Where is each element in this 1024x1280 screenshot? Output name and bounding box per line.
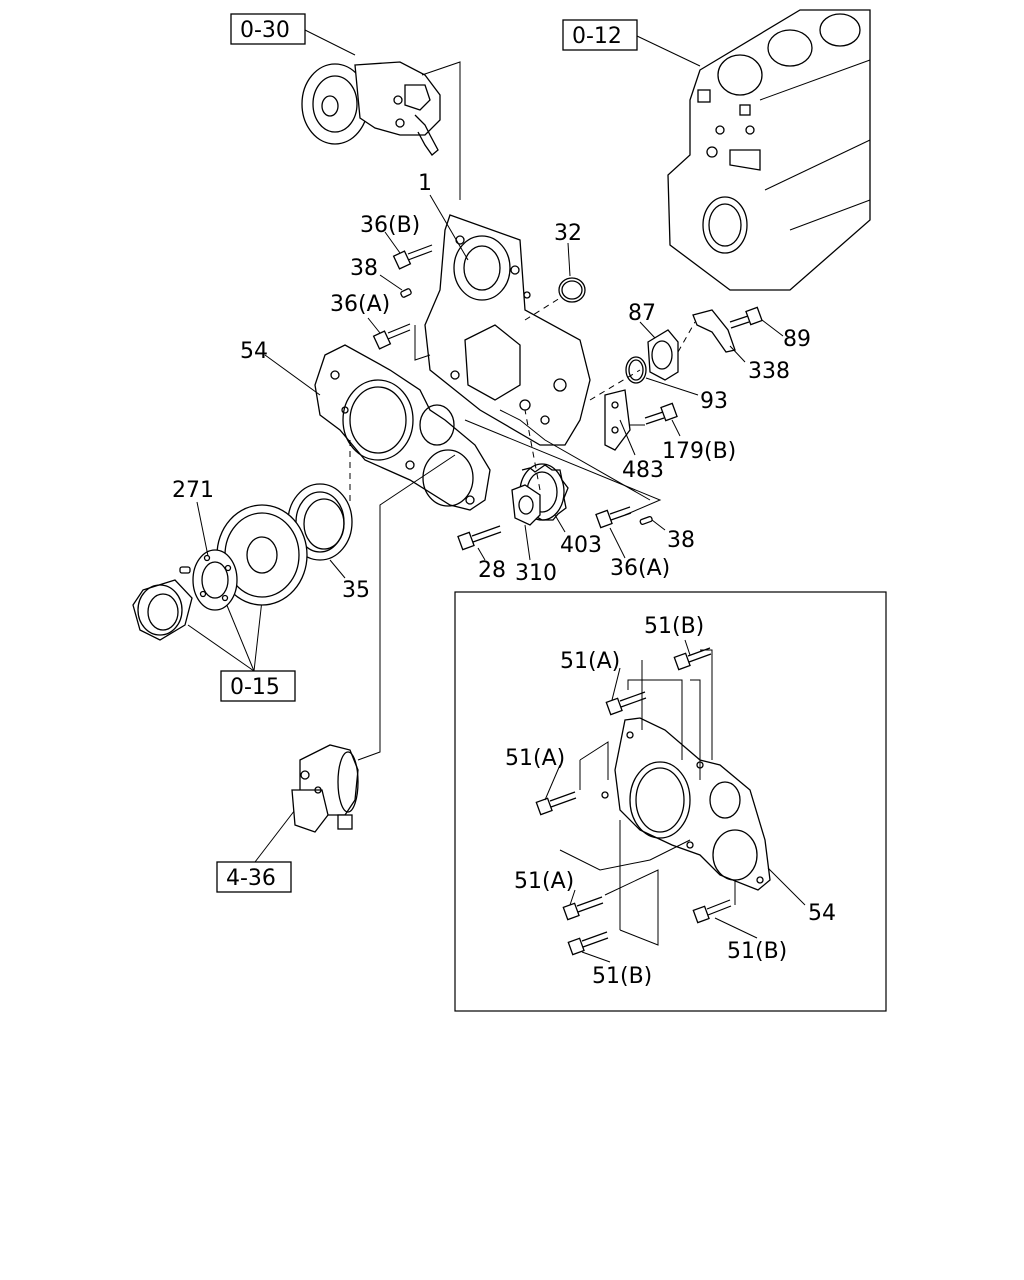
label-36a-lower: 36(A) [610, 556, 670, 581]
label-271: 271 [172, 478, 214, 503]
inset-label-51a-mid: 51(A) [505, 746, 565, 771]
engine-block [667, 9, 871, 291]
inset-label-51b-right: 51(B) [727, 939, 787, 964]
label-38-upper: 38 [350, 256, 378, 281]
label-1: 1 [418, 171, 432, 196]
bolt-36a-lower [595, 506, 632, 529]
thrust-plate-310 [511, 484, 541, 526]
label-35: 35 [342, 578, 370, 603]
inset-bolt-51b-right [692, 899, 732, 924]
inset-bolt-51b-top [673, 647, 712, 671]
inset-bolt-51a-top [605, 691, 647, 716]
inset-label-51b-top: 51(B) [644, 614, 704, 639]
inset-label-54: 54 [808, 901, 836, 926]
label-87: 87 [628, 301, 656, 326]
bolt-28 [457, 525, 502, 551]
compressor-assembly [301, 61, 461, 200]
pin-38 [400, 288, 412, 298]
inset-bolt-51a-mid [535, 791, 577, 816]
label-54: 54 [240, 339, 268, 364]
bolt-36b [392, 244, 433, 270]
bolt-179b [644, 402, 678, 425]
label-483: 483 [622, 458, 664, 483]
bracket-338 [692, 309, 736, 353]
label-338: 338 [748, 359, 790, 384]
label-310: 310 [515, 561, 557, 586]
damper-plate-271 [192, 549, 238, 611]
inset-label-51a-low: 51(A) [514, 869, 574, 894]
o-ring-32 [558, 277, 586, 303]
front-plate-54 [314, 344, 491, 511]
ref-label-0-15: 0-15 [230, 675, 280, 700]
label-36a-upper: 36(A) [330, 292, 390, 317]
bracket-483 [604, 389, 631, 451]
ref-box-0-12[interactable]: 0-12 [562, 19, 638, 51]
vacuum-pump [291, 744, 359, 833]
label-38-lower: 38 [667, 528, 695, 553]
inset-label-51b-bottom: 51(B) [592, 964, 652, 989]
inset-label-51a-top: 51(A) [560, 649, 620, 674]
pin-38-lower [639, 515, 653, 525]
ref-box-4-36[interactable]: 4-36 [216, 861, 292, 893]
label-28: 28 [478, 558, 506, 583]
label-89: 89 [783, 327, 811, 352]
inset-bolt-51b-bottom [567, 931, 609, 956]
inset-detail: 51(B) 51(A) 51(A) 51(A) 54 51(B) 51(B) [454, 591, 887, 1012]
label-93: 93 [700, 389, 728, 414]
bolt-89 [729, 306, 763, 329]
ref-box-0-30[interactable]: 0-30 [230, 13, 306, 45]
timing-gear-case [424, 214, 591, 446]
bolt-36a [372, 323, 411, 350]
label-403: 403 [560, 533, 602, 558]
label-32: 32 [554, 221, 582, 246]
o-ring-93 [625, 356, 647, 384]
seal-87 [647, 329, 679, 381]
label-179b: 179(B) [662, 439, 736, 464]
ref-label-0-12: 0-12 [572, 24, 622, 49]
ref-label-4-36: 4-36 [226, 866, 276, 891]
ref-box-0-15[interactable]: 0-15 [220, 670, 296, 702]
ref-label-0-30: 0-30 [240, 18, 290, 43]
crank-nose [132, 566, 193, 641]
label-36b: 36(B) [360, 213, 420, 238]
inset-bolt-51a-low [562, 896, 604, 921]
